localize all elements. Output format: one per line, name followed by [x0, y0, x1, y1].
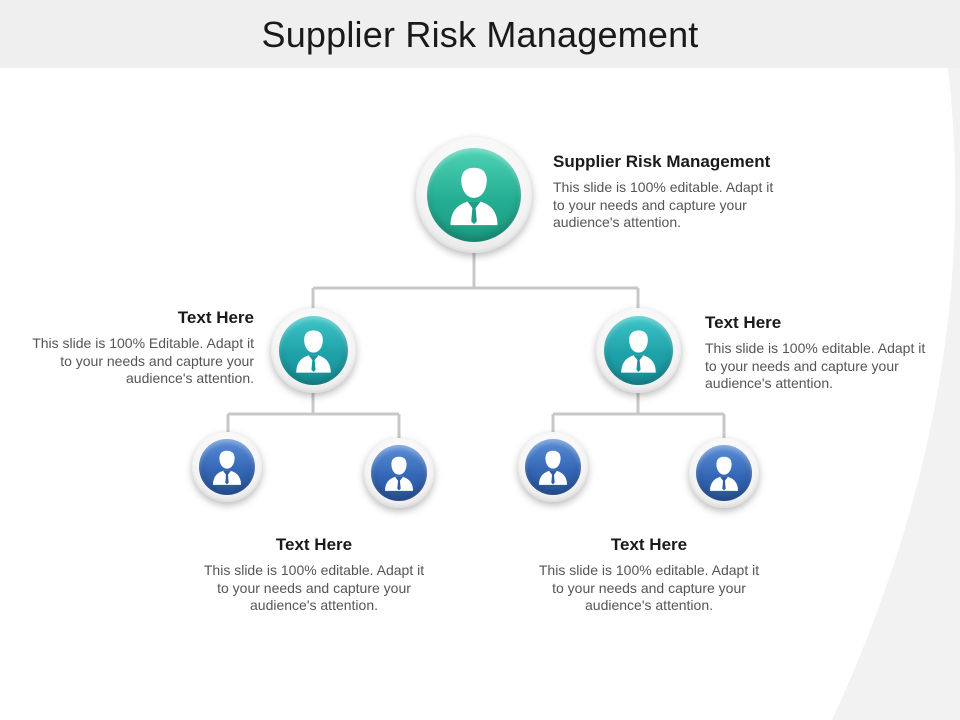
node-mid-left [271, 308, 356, 393]
node-leaf-4-disc [696, 445, 752, 501]
person-icon [296, 330, 331, 373]
node-mid-left-disc [279, 316, 348, 385]
text-block-bottom-right: Text Here This slide is 100% editable. A… [533, 535, 765, 615]
text-block-top-body: This slide is 100% editable. Adapt it to… [553, 179, 774, 230]
text-block-left-heading: Text Here [177, 308, 254, 327]
text-block-bottom-left-body: This slide is 100% editable. Adapt it to… [203, 562, 425, 613]
node-leaf-2-disc [371, 445, 427, 501]
page-title: Supplier Risk Management [261, 14, 699, 55]
person-icon [539, 450, 567, 485]
person-icon [710, 456, 738, 491]
text-block-right-body: This slide is 100% editable. Adapt it to… [705, 340, 926, 391]
node-leaf-3-disc [525, 439, 581, 495]
person-icon [385, 456, 413, 491]
text-block-right-heading: Text Here [705, 313, 782, 332]
node-leaf-2 [364, 438, 434, 508]
person-icon [621, 330, 656, 373]
person-icon [213, 450, 241, 485]
text-block-bottom-left: Text Here This slide is 100% editable. A… [198, 535, 430, 615]
node-mid-right-disc [604, 316, 673, 385]
text-block-left-body: This slide is 100% Editable. Adapt it to… [32, 335, 254, 386]
text-block-right: Text Here This slide is 100% editable. A… [705, 313, 930, 393]
text-block-bottom-right-heading: Text Here [610, 535, 688, 554]
text-block-top: Supplier Risk Management This slide is 1… [553, 152, 803, 232]
text-block-top-heading: Supplier Risk Management [553, 152, 771, 171]
node-leaf-1-disc [199, 439, 255, 495]
text-block-bottom-left-heading: Text Here [275, 535, 353, 554]
title-bar [0, 0, 960, 68]
text-block-bottom-right-body: This slide is 100% editable. Adapt it to… [538, 562, 760, 613]
node-top [416, 137, 532, 253]
text-block-left: Text Here This slide is 100% Editable. A… [28, 308, 254, 388]
node-top-disc [427, 148, 521, 242]
person-icon [450, 167, 498, 226]
node-mid-right [596, 308, 681, 393]
node-leaf-1 [192, 432, 262, 502]
node-leaf-4 [689, 438, 759, 508]
node-leaf-3 [518, 432, 588, 502]
